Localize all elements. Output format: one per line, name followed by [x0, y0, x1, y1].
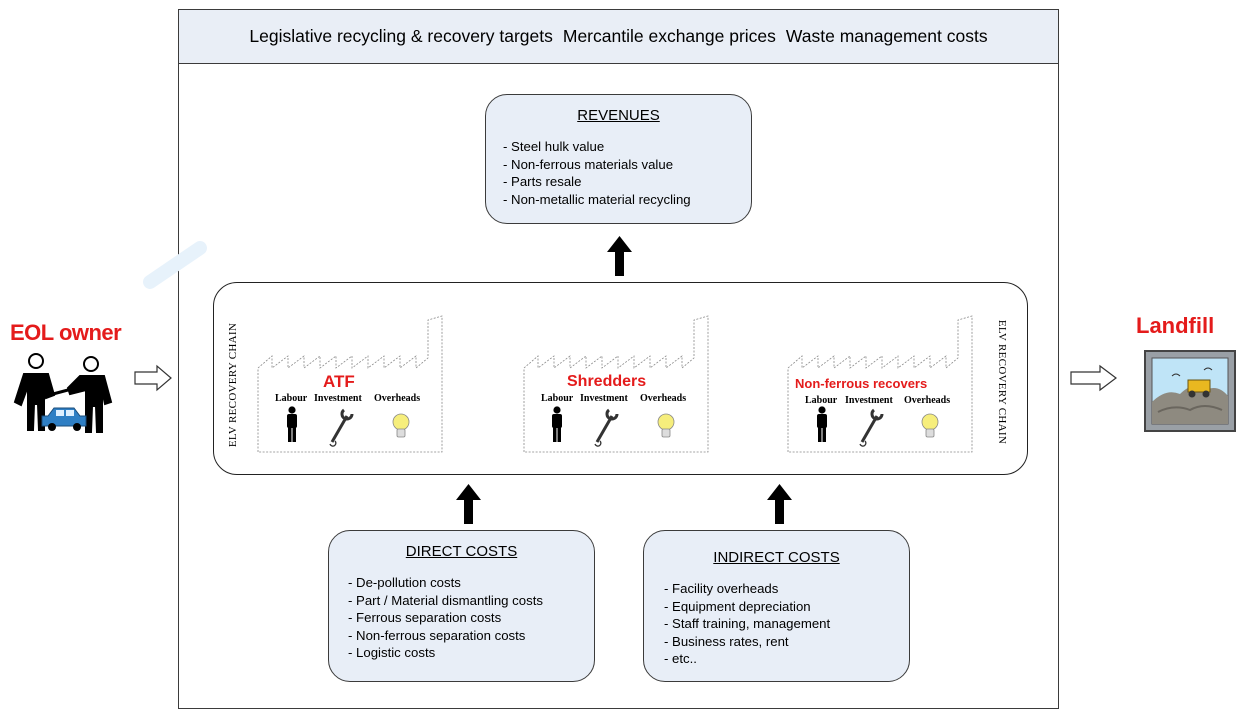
- list-item: - Logistic costs: [348, 645, 436, 660]
- list-item: - Non-metallic material recycling: [503, 191, 691, 207]
- revenues-list: - Steel hulk value - Non-ferrous materia…: [503, 138, 691, 208]
- list-item: - Equipment depreciation: [664, 598, 811, 614]
- list-item: - Part / Material dismantling costs: [348, 592, 543, 608]
- list-item: - Business rates, rent: [664, 633, 789, 649]
- wrench-icon: [859, 408, 884, 447]
- stage-shredders-investment: Investment: [580, 393, 628, 404]
- stage-atf-title: ATF: [323, 372, 355, 391]
- wrench-icon: [329, 408, 354, 447]
- landfill-picture-icon: [1144, 350, 1236, 432]
- watermark-mark: [143, 241, 207, 289]
- stage-shredders-labour: Labour: [541, 393, 574, 404]
- header-item-waste: Waste management costs: [785, 26, 988, 46]
- car-icon: [41, 407, 87, 431]
- list-item: - Ferrous separation costs: [348, 610, 502, 625]
- landfill-label: Landfill: [1136, 313, 1215, 338]
- stage-atf-investment: Investment: [314, 393, 362, 404]
- stage-nonferrous-title: Non-ferrous recovers: [795, 376, 928, 391]
- direct-costs-box: DIRECT COSTS - De-pollution costs - Part…: [328, 530, 595, 682]
- stage-atf-overheads: Overheads: [374, 393, 421, 404]
- revenues-title: REVENUES: [577, 107, 660, 124]
- list-item: - Non-ferrous separation costs: [348, 627, 526, 643]
- indirect-costs-list: - Facility overheads - Equipment depreci…: [664, 580, 830, 668]
- wrench-icon: [594, 408, 619, 447]
- lightbulb-icon: [392, 413, 410, 438]
- stage-nonferrous-labour: Labour: [805, 395, 838, 406]
- stage-atf-labour: Labour: [275, 393, 308, 404]
- arrow-up-revenues: [607, 236, 632, 276]
- labour-person-icon: [552, 406, 562, 442]
- direct-costs-title: DIRECT COSTS: [405, 543, 518, 560]
- direct-costs-list: - De-pollution costs - Part / Material d…: [348, 574, 543, 662]
- list-item: - Facility overheads: [664, 581, 779, 596]
- labour-person-icon: [817, 406, 827, 442]
- lightbulb-icon: [921, 413, 939, 438]
- header-bar: Legislative recycling & recovery targets…: [179, 10, 1058, 64]
- indirect-costs-title: INDIRECT COSTS: [713, 549, 840, 566]
- stage-nonferrous-investment: Investment: [845, 395, 893, 406]
- list-item: - Parts resale: [503, 174, 582, 189]
- stage-nonferrous-overheads: Overheads: [904, 395, 951, 406]
- arrow-chain-to-landfill: [1070, 364, 1117, 392]
- revenues-box: REVENUES - Steel hulk value - Non-ferrou…: [485, 94, 752, 224]
- stage-shredders-overheads: Overheads: [640, 393, 687, 404]
- arrow-up-direct: [456, 484, 481, 524]
- arrow-eol-to-chain: [134, 364, 172, 392]
- eol-owner-handshake-icon: [13, 353, 113, 433]
- list-item: - Steel hulk value: [503, 139, 605, 154]
- labour-person-icon: [287, 406, 297, 442]
- list-item: - etc..: [664, 651, 697, 666]
- header-item-prices: Mercantile exchange prices: [562, 26, 776, 46]
- eol-owner-label: EOL owner: [10, 320, 122, 345]
- arrow-up-indirect: [767, 484, 792, 524]
- lightbulb-icon: [657, 413, 675, 438]
- list-item: - Non-ferrous materials value: [503, 156, 674, 172]
- list-item: - Staff training, management: [664, 616, 831, 631]
- indirect-costs-box: INDIRECT COSTS - Facility overheads - Eq…: [643, 530, 910, 682]
- header-item-legislative: Legislative recycling & recovery targets: [249, 26, 553, 46]
- stage-shredders-title: Shredders: [567, 373, 647, 390]
- list-item: - De-pollution costs: [348, 575, 461, 590]
